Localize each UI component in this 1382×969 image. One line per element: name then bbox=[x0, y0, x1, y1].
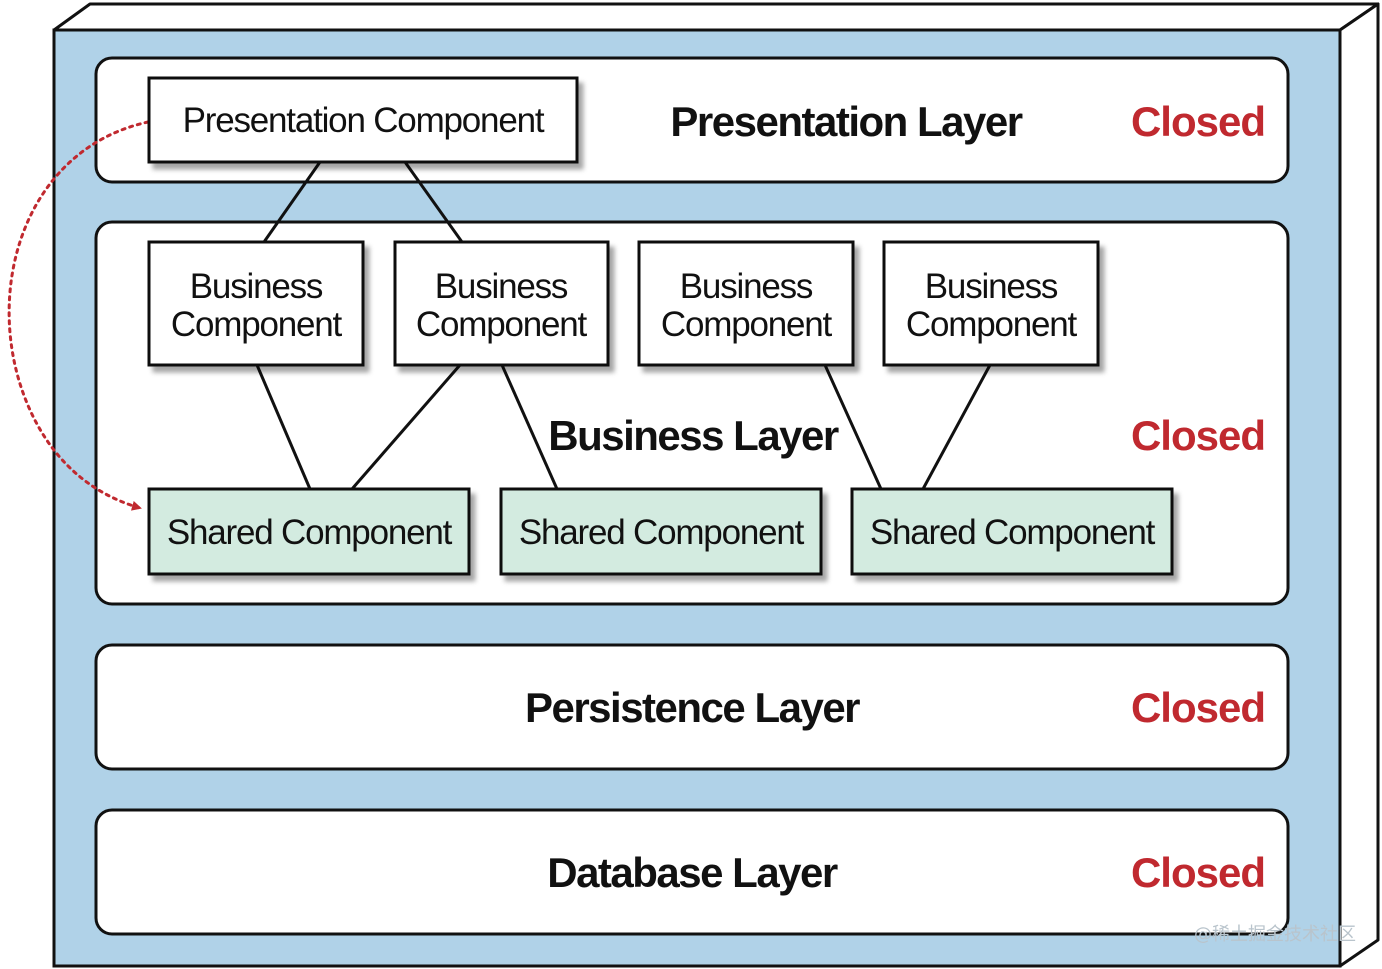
shared-component-box bbox=[850, 487, 1174, 576]
persistence-layer-box bbox=[94, 643, 1290, 771]
shared-component: Shared Component bbox=[850, 487, 1174, 576]
business-component: Business Component bbox=[147, 240, 365, 367]
shared-component-label: Shared Component bbox=[167, 513, 453, 552]
business-component-box bbox=[147, 240, 365, 367]
database-layer: Database Layer Closed bbox=[94, 808, 1290, 936]
business-component-label-line2: Component bbox=[416, 305, 588, 344]
connector-presentation-to-business-2 bbox=[403, 161, 464, 243]
shared-component-label: Shared Component bbox=[870, 513, 1156, 552]
business-component: Business Component bbox=[637, 240, 855, 367]
presentation-component-label: Presentation Component bbox=[183, 101, 545, 140]
watermark-text: @稀土掘金技术社区 bbox=[1194, 924, 1356, 945]
connector-business-2-to-shared-1 bbox=[350, 364, 462, 490]
persistence-layer: Persistence Layer Closed bbox=[94, 643, 1290, 771]
business-component-label-line1: Business bbox=[680, 267, 813, 306]
connector-presentation-to-business-1 bbox=[262, 161, 322, 243]
business-layer-title: Business Layer bbox=[548, 412, 839, 459]
presentation-component: Presentation Component bbox=[147, 76, 579, 164]
business-component-box bbox=[637, 240, 855, 367]
database-layer-box bbox=[94, 808, 1290, 936]
shared-component-box bbox=[147, 487, 471, 576]
presentation-layer-title: Presentation Layer bbox=[670, 98, 1022, 145]
business-component-label-line2: Component bbox=[661, 305, 833, 344]
shared-component-label: Shared Component bbox=[519, 513, 805, 552]
connector-business-1-to-shared-1 bbox=[255, 364, 312, 490]
database-layer-title: Database Layer bbox=[547, 849, 838, 896]
business-layer-status: Closed bbox=[1131, 412, 1265, 459]
container-top-face bbox=[52, 2, 1380, 32]
business-component-label-line2: Component bbox=[906, 305, 1078, 344]
persistence-layer-status: Closed bbox=[1131, 684, 1265, 731]
business-component-box bbox=[393, 240, 610, 367]
connector-business-2-to-shared-2 bbox=[500, 364, 559, 490]
presentation-layer-status: Closed bbox=[1131, 98, 1265, 145]
persistence-layer-title: Persistence Layer bbox=[525, 684, 860, 731]
database-layer-status: Closed bbox=[1131, 849, 1265, 896]
business-component-box bbox=[882, 240, 1100, 367]
business-component-label-line1: Business bbox=[435, 267, 568, 306]
container-side-face bbox=[1338, 2, 1380, 968]
connector-business-3-to-shared-3 bbox=[823, 364, 883, 490]
bypass-dotted-arrow bbox=[7, 120, 150, 511]
business-component: Business Component bbox=[882, 240, 1100, 367]
business-component: Business Component bbox=[393, 240, 610, 367]
business-component-label-line1: Business bbox=[925, 267, 1058, 306]
shared-component: Shared Component bbox=[147, 487, 471, 576]
business-component-label-line2: Component bbox=[171, 305, 343, 344]
shared-component-box bbox=[499, 487, 823, 576]
connector-business-4-to-shared-3 bbox=[921, 364, 992, 490]
shared-component: Shared Component bbox=[499, 487, 823, 576]
business-component-label-line1: Business bbox=[190, 267, 323, 306]
connector-lines bbox=[255, 161, 992, 490]
presentation-component-box bbox=[147, 76, 579, 164]
